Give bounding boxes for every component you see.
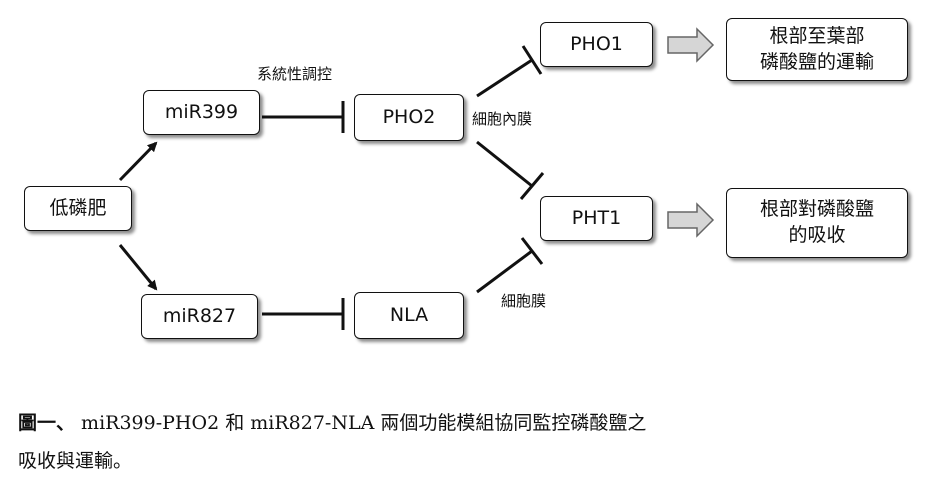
node-pht1: PHT1 <box>540 196 653 241</box>
output-pht1-line1: 根部對磷酸鹽 <box>759 198 874 221</box>
connector-layer <box>118 27 715 330</box>
node-mir399: miR399 <box>143 90 260 135</box>
inhibit-pho2-pht1 <box>476 140 533 188</box>
node-low-phosphate: 低磷肥 <box>24 186 132 231</box>
node-pho2: PHO2 <box>354 94 464 141</box>
block-arrow-pho1 <box>667 27 715 63</box>
node-output-pht1: 根部對磷酸鹽 的吸收 <box>726 188 908 258</box>
diagram: 低磷肥 miR399 miR827 PHO2 NLA PHO1 PHT1 根部至… <box>24 18 908 339</box>
figure-caption: 圖一、 miR399-PHO2 和 miR827-NLA 兩個功能模組協同監控磷… <box>18 404 923 480</box>
caption-label: 圖一、 <box>18 412 76 434</box>
inhibit-nla-pht1 <box>476 249 533 294</box>
label-systemic-regulation: 系統性調控 <box>257 65 333 83</box>
inhibit-nla-pht1-bar <box>520 237 544 265</box>
caption-text-line2: 吸收與運輸。 <box>18 450 133 472</box>
output-pht1-line2: 的吸收 <box>788 224 846 246</box>
output-pho1-line1: 根部至葉部 <box>769 24 865 47</box>
arrow-low-to-mir399 <box>118 141 158 182</box>
label-plasma-membrane: 細胞膜 <box>501 292 547 310</box>
node-output-pho1: 根部至葉部 磷酸鹽的運輸 <box>726 18 908 81</box>
inhibit-pho2-pho1-bar <box>521 45 543 75</box>
node-pho1: PHO1 <box>540 22 653 67</box>
block-arrow-pht1 <box>667 202 715 238</box>
output-pho1-line2: 磷酸鹽的運輸 <box>759 50 874 73</box>
inhibit-pho2-pho1 <box>476 58 533 98</box>
inhibit-pho2-pht1-bar <box>519 172 545 200</box>
node-mir827: miR827 <box>141 294 258 339</box>
caption-text-line1: miR399-PHO2 和 miR827-NLA 兩個功能模組協同監控磷酸鹽之 <box>75 412 647 434</box>
node-nla: NLA <box>354 292 464 339</box>
arrow-low-to-mir827 <box>118 244 158 291</box>
caption-line1: 圖一、 miR399-PHO2 和 miR827-NLA 兩個功能模組協同監控磷… <box>18 404 923 442</box>
label-endomembrane: 細胞內膜 <box>472 110 533 128</box>
